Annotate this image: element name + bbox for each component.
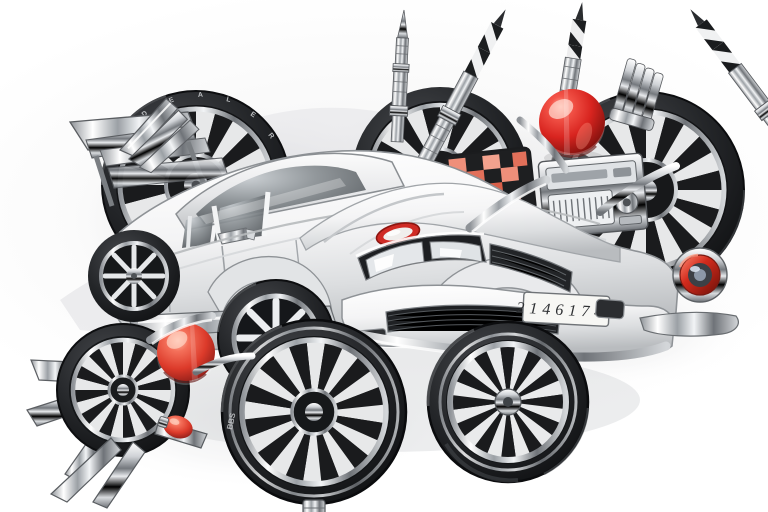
rear-chrome-trim bbox=[639, 311, 739, 337]
license-plate-text: 2 1 4 6 1 7 4 9 bbox=[516, 300, 616, 322]
exhaust-stack bbox=[608, 58, 664, 131]
red-bulb-small bbox=[157, 415, 193, 439]
chrome-linkage-upper bbox=[465, 116, 680, 233]
svg-text:R: R bbox=[266, 132, 275, 140]
taillight bbox=[672, 247, 728, 303]
car-wheel-front bbox=[426, 320, 590, 484]
svg-text:A: A bbox=[198, 92, 204, 99]
car-wheel-rear bbox=[88, 230, 180, 322]
svg-text:E: E bbox=[249, 111, 257, 120]
svg-text:D: D bbox=[141, 110, 149, 119]
red-sphere-bottom bbox=[157, 323, 215, 385]
headlight-assembly bbox=[355, 231, 487, 281]
dart-tip-bottom bbox=[302, 499, 326, 512]
dart-striped-1 bbox=[416, 9, 506, 168]
bumper-vent-right bbox=[595, 298, 625, 320]
dart-striped-3 bbox=[690, 9, 768, 176]
red-sphere-top bbox=[539, 89, 605, 166]
chrome-linkage bbox=[146, 312, 256, 376]
svg-text:E: E bbox=[168, 96, 175, 104]
license-plate: 2 1 4 6 1 7 4 9 bbox=[516, 291, 616, 328]
svg-text:L: L bbox=[226, 96, 233, 104]
svg-text:BBS: BBS bbox=[225, 411, 237, 430]
dartboard-wheel-bottom-mid: BBS bbox=[220, 318, 408, 512]
side-window-front bbox=[214, 194, 268, 242]
dartboard-wheel-bottom-left bbox=[26, 323, 208, 509]
dart-top-left bbox=[119, 97, 200, 174]
dart-needle-1 bbox=[389, 9, 410, 143]
